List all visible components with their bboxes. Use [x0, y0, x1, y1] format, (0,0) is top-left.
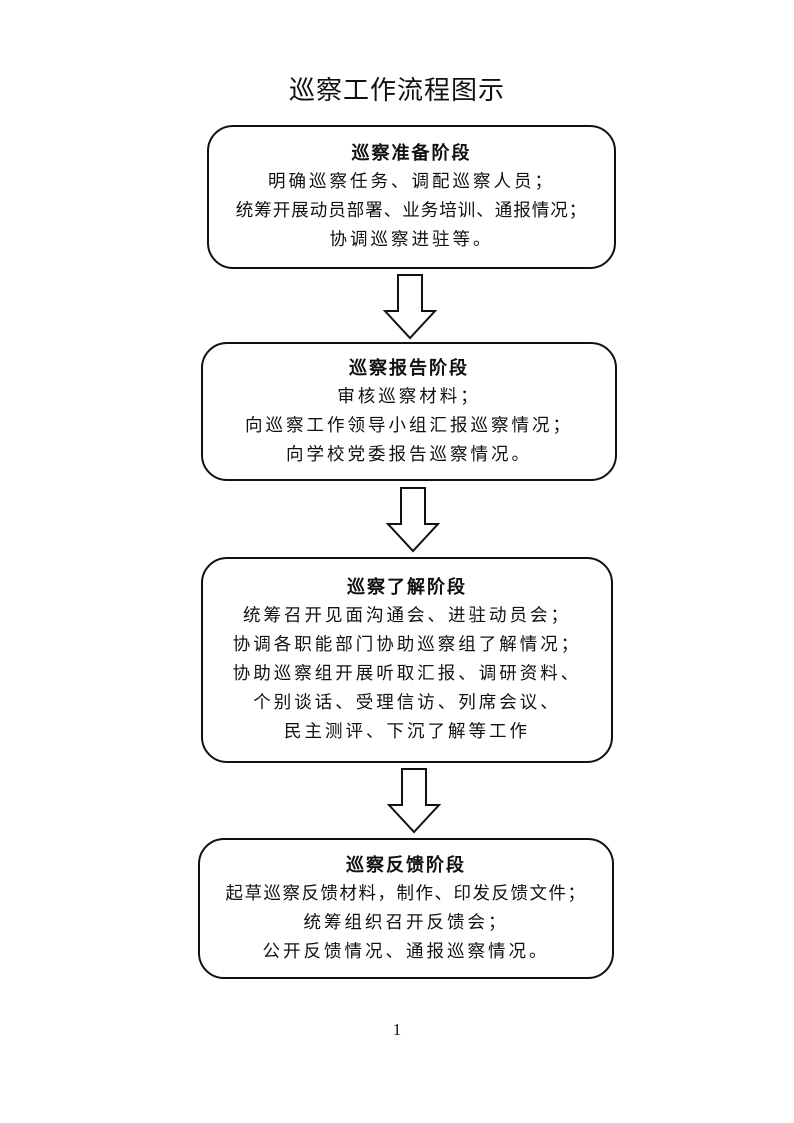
- stage-box-report: 巡察报告阶段 审核巡察材料； 向巡察工作领导小组汇报巡察情况； 向学校党委报告巡…: [201, 342, 617, 481]
- stage-box-preparation: 巡察准备阶段 明确巡察任务、调配巡察人员； 统筹开展动员部署、业务培训、通报情况…: [207, 125, 616, 269]
- stage-line: 民主测评、下沉了解等工作: [284, 722, 530, 742]
- stage-heading: 巡察准备阶段: [351, 143, 472, 164]
- down-arrow-icon: [382, 274, 438, 340]
- stage-line: 审核巡察材料；: [337, 386, 481, 407]
- page-title: 巡察工作流程图示: [288, 76, 505, 106]
- stage-heading: 巡察了解阶段: [347, 577, 467, 598]
- stage-line: 协调巡察进驻等。: [329, 230, 494, 250]
- stage-line: 统筹召开见面沟通会、进驻动员会；: [243, 606, 571, 626]
- stage-heading: 巡察报告阶段: [349, 357, 469, 379]
- stage-line: 统筹组织召开反馈会；: [303, 912, 509, 933]
- stage-line: 向巡察工作领导小组汇报巡察情况；: [245, 415, 573, 436]
- page-number: 1: [392, 1020, 402, 1039]
- stage-line: 公开反馈情况、通报巡察情况。: [262, 941, 550, 962]
- stage-line: 向学校党委报告巡察情况。: [286, 444, 532, 465]
- stage-heading: 巡察反馈阶段: [346, 854, 466, 876]
- stage-line: 协调各职能部门协助巡察组了解情况；: [232, 635, 582, 655]
- down-arrow-icon: [385, 487, 441, 553]
- stage-line: 起草巡察反馈材料，制作、印发反馈文件；: [225, 883, 587, 904]
- stage-box-feedback: 巡察反馈阶段 起草巡察反馈材料，制作、印发反馈文件； 统筹组织召开反馈会； 公开…: [198, 838, 614, 979]
- stage-box-understanding: 巡察了解阶段 统筹召开见面沟通会、进驻动员会； 协调各职能部门协助巡察组了解情况…: [201, 557, 613, 763]
- stage-line: 协助巡察组开展听取汇报、调研资料、: [232, 664, 582, 684]
- stage-line: 个别谈话、受理信访、列席会议、: [253, 693, 561, 713]
- stage-line: 统筹开展动员部署、业务培训、通报情况；: [235, 201, 588, 221]
- stage-line: 明确巡察任务、调配巡察人员；: [268, 172, 555, 192]
- down-arrow-icon: [386, 768, 442, 834]
